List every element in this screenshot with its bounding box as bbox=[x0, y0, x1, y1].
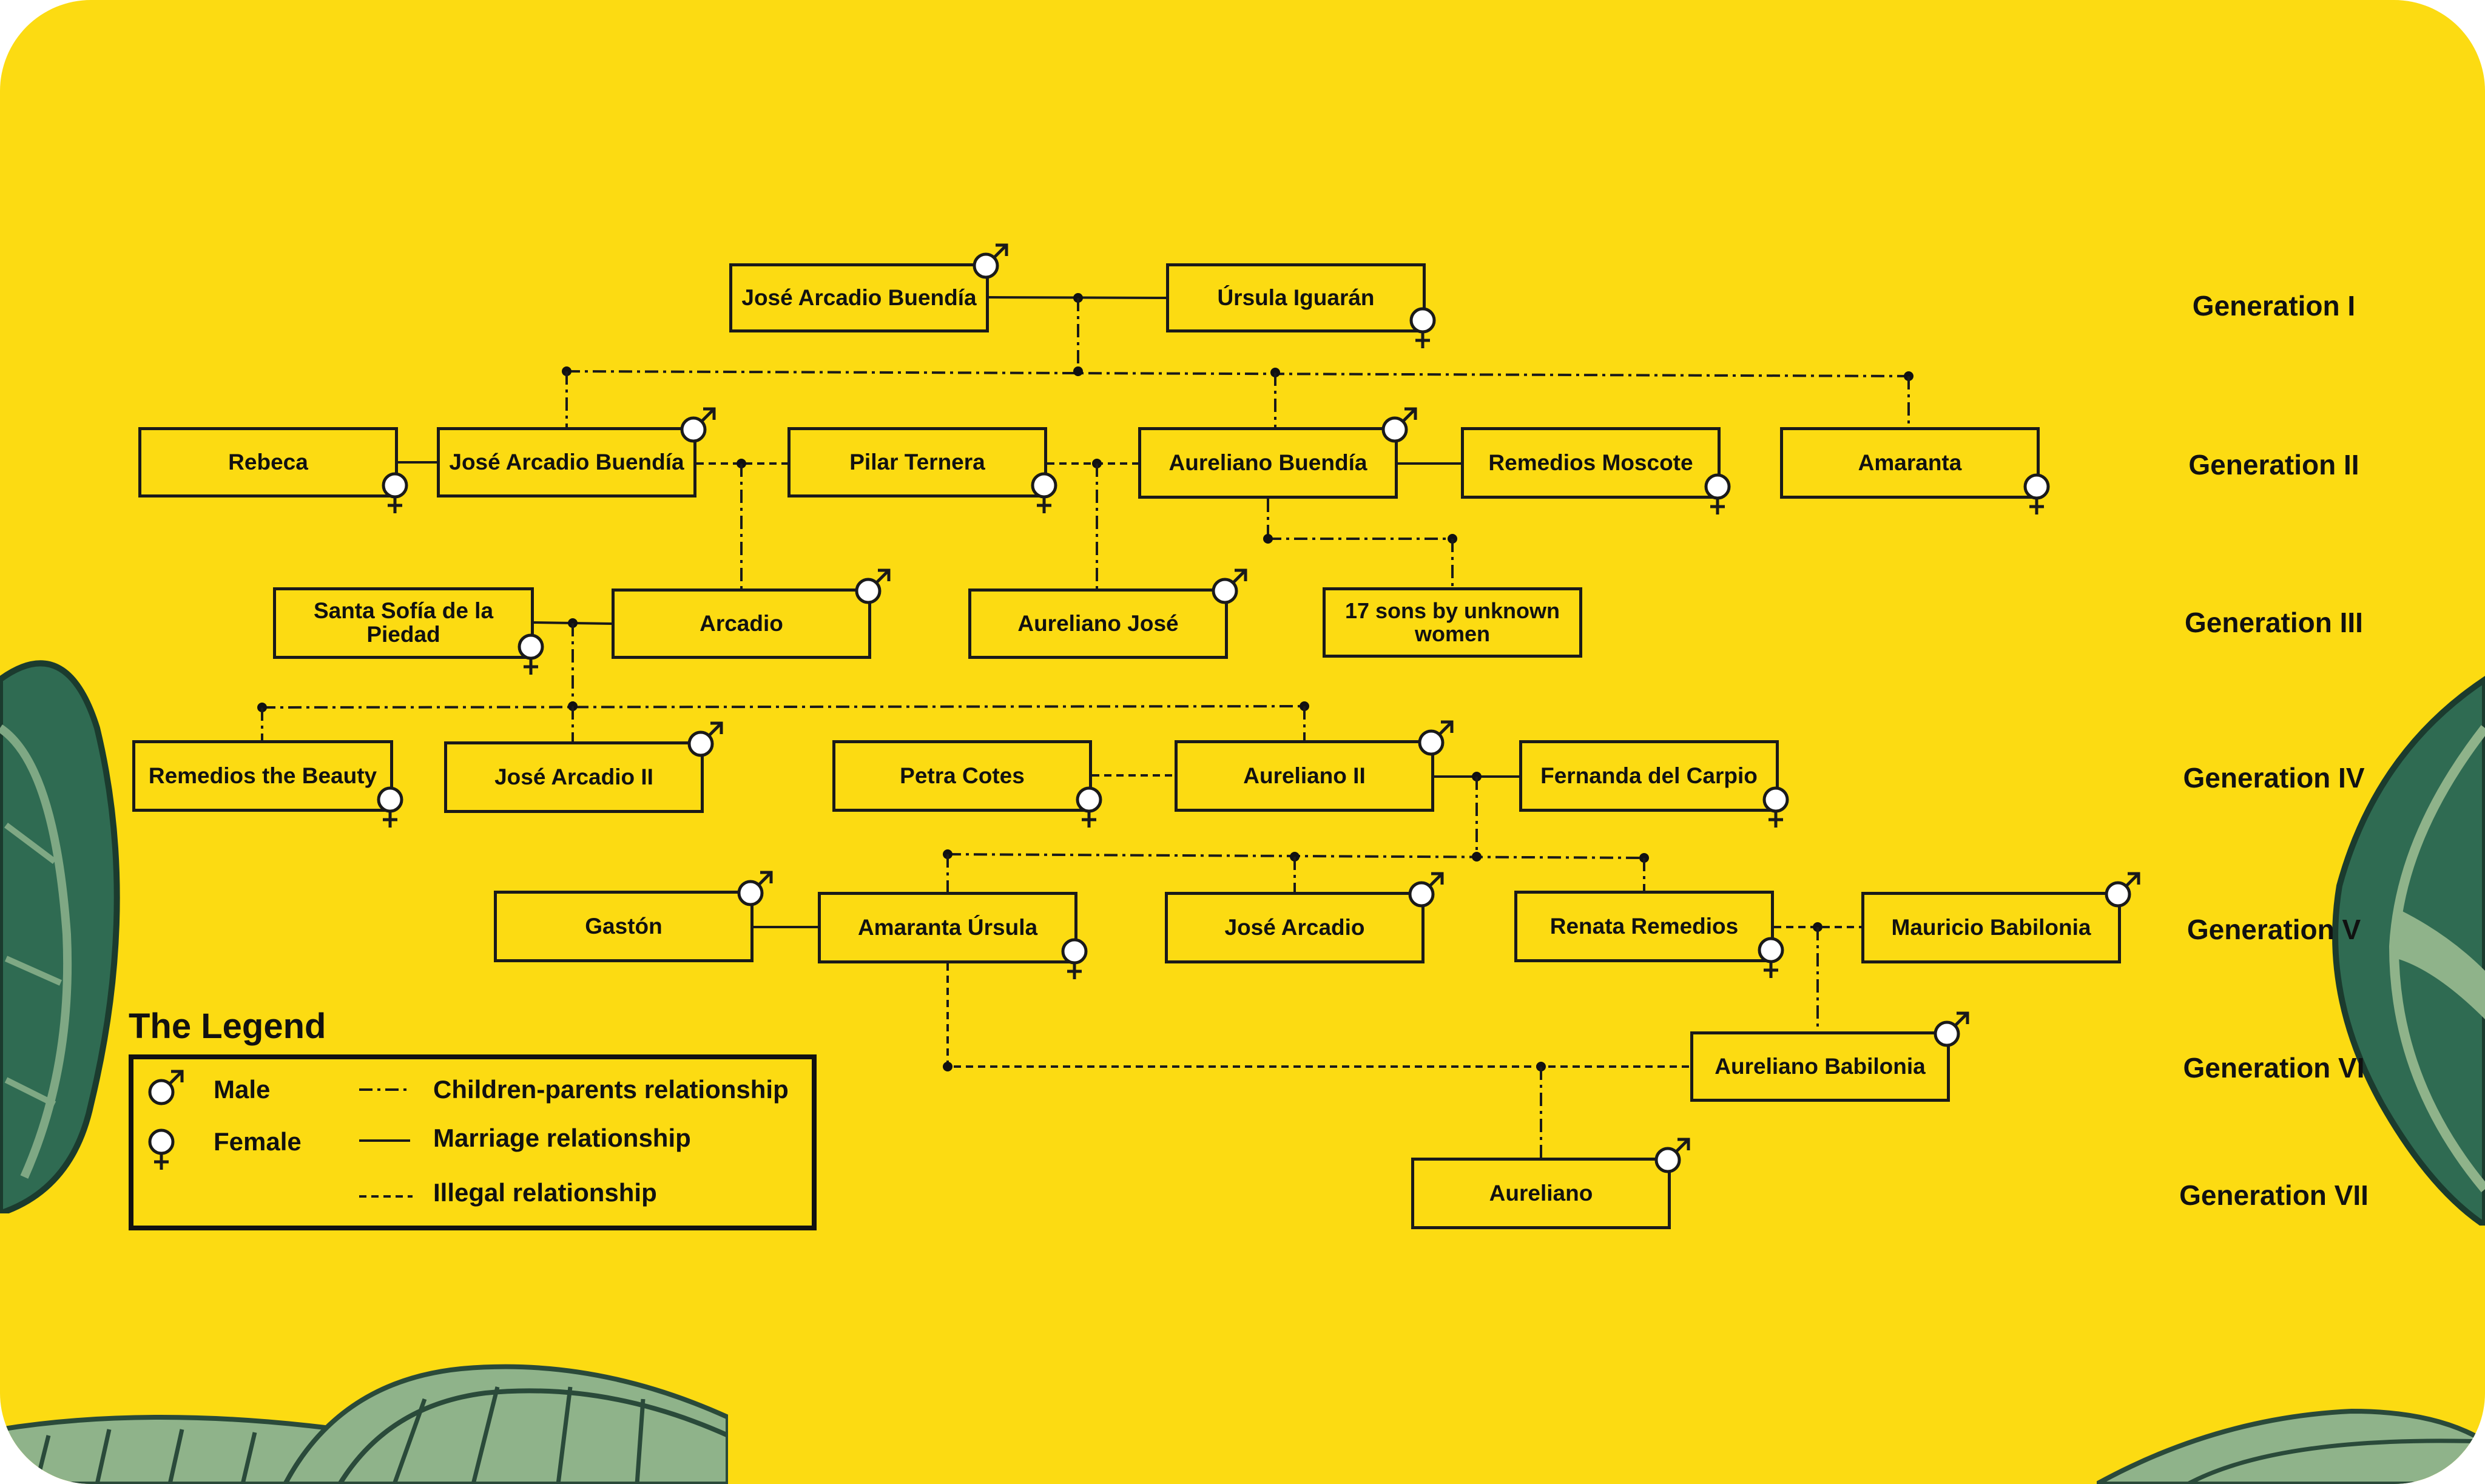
legend-title: The Legend bbox=[129, 1007, 326, 1046]
person-aureliano-7: Aureliano bbox=[1411, 1158, 1671, 1229]
female-icon bbox=[1762, 786, 1789, 828]
leaf-left-decoration bbox=[0, 660, 120, 1213]
generation-label-3: Generation III bbox=[2185, 607, 2363, 638]
female-icon bbox=[1704, 473, 1731, 514]
person-aureliano-b: Aureliano Buendía bbox=[1138, 427, 1398, 499]
legend-illegal-label: Illegal relationship bbox=[433, 1178, 657, 1207]
junction-dot bbox=[943, 1062, 953, 1071]
leaf-right-decoration bbox=[2332, 675, 2485, 1226]
female-icon bbox=[382, 472, 408, 513]
female-icon bbox=[377, 786, 403, 828]
generation-label-5: Generation V bbox=[2187, 914, 2361, 945]
legend-male-label: Male bbox=[214, 1075, 271, 1104]
male-icon bbox=[1408, 872, 1444, 908]
female-icon bbox=[1031, 472, 1057, 513]
generation-label-7: Generation VII bbox=[2179, 1179, 2369, 1211]
person-pilar: Pilar Ternera bbox=[787, 427, 1047, 497]
person-sons17: 17 sons by unknown women bbox=[1323, 587, 1582, 658]
person-petra: Petra Cotes bbox=[832, 740, 1092, 812]
legend-marriage-label: Marriage relationship bbox=[433, 1124, 691, 1152]
legend-box bbox=[129, 1054, 817, 1230]
female-icon bbox=[1061, 938, 1088, 979]
person-arcadio: Arcadio bbox=[612, 589, 871, 659]
person-jose-arcadio-5: José Arcadio bbox=[1165, 892, 1425, 963]
female-icon bbox=[1409, 307, 1436, 348]
legend-male-icon bbox=[148, 1070, 184, 1105]
person-aureliano-babilonia: Aureliano Babilonia bbox=[1690, 1031, 1950, 1102]
generation-label-1: Generation I bbox=[2192, 290, 2356, 322]
legend-female-icon bbox=[148, 1128, 175, 1170]
junction-dot bbox=[1073, 366, 1083, 376]
person-mauricio: Mauricio Babilonia bbox=[1861, 892, 2121, 963]
person-amaranta: Amaranta bbox=[1780, 427, 2040, 499]
person-aureliano-jose: Aureliano José bbox=[968, 589, 1228, 659]
leaf-bottom-right-decoration bbox=[2097, 1408, 2485, 1484]
person-remedios-m: Remedios Moscote bbox=[1461, 427, 1721, 499]
person-fernanda: Fernanda del Carpio bbox=[1519, 740, 1779, 812]
male-icon bbox=[680, 407, 716, 443]
male-icon bbox=[1381, 407, 1417, 443]
person-jab2: José Arcadio Buendía bbox=[437, 427, 696, 497]
children-parents-line bbox=[566, 370, 1909, 377]
male-icon bbox=[737, 871, 773, 906]
male-icon bbox=[973, 243, 1008, 279]
person-rebeca: Rebeca bbox=[138, 427, 398, 497]
person-ursula: Úrsula Iguarán bbox=[1166, 263, 1426, 332]
person-amaranta-ursula: Amaranta Úrsula bbox=[818, 892, 1077, 963]
legend-female-label: Female bbox=[214, 1127, 302, 1156]
generation-label-4: Generation IV bbox=[2183, 762, 2365, 794]
leaf-bottom-decoration bbox=[0, 1364, 728, 1484]
person-aureliano-ii: Aureliano II bbox=[1175, 740, 1434, 812]
female-icon bbox=[1076, 786, 1102, 828]
person-jab1: José Arcadio Buendía bbox=[729, 263, 989, 332]
male-icon bbox=[1654, 1138, 1690, 1173]
male-icon bbox=[1934, 1011, 1969, 1047]
person-renata: Renata Remedios bbox=[1514, 891, 1774, 962]
male-icon bbox=[1212, 568, 1247, 604]
male-icon bbox=[2105, 872, 2140, 908]
generation-label-6: Generation VI bbox=[2183, 1052, 2365, 1084]
person-gaston: Gastón bbox=[494, 891, 754, 962]
legend-children-parents-label: Children-parents relationship bbox=[433, 1075, 789, 1104]
female-icon bbox=[1758, 937, 1784, 978]
junction-dot bbox=[1472, 852, 1482, 862]
person-jose-arcadio-ii: José Arcadio II bbox=[444, 741, 704, 813]
male-icon bbox=[1418, 720, 1454, 756]
junction-dot bbox=[1263, 534, 1273, 544]
male-icon bbox=[687, 721, 723, 757]
female-icon bbox=[518, 633, 544, 675]
children-parents-line bbox=[261, 705, 1305, 709]
generation-label-2: Generation II bbox=[2188, 449, 2359, 481]
male-icon bbox=[855, 568, 891, 604]
person-santa-sofia: Santa Sofía de la Piedad bbox=[273, 587, 534, 659]
person-remedios-b: Remedios the Beauty bbox=[132, 740, 393, 812]
female-icon bbox=[2023, 473, 2050, 514]
